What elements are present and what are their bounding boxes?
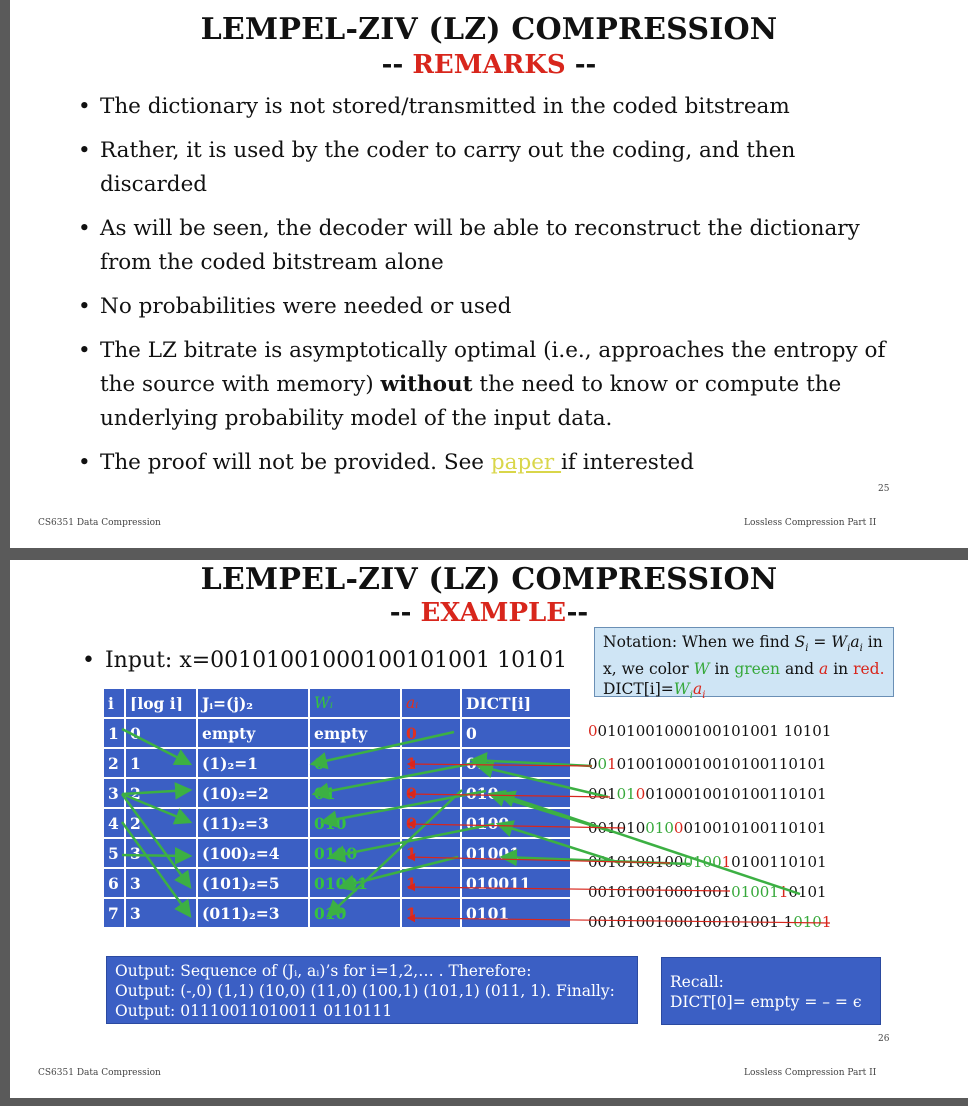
- bitstring-step-7: 00101001000100101001 10101: [588, 913, 832, 931]
- bitstring-step-6: 0010100100010010100110101: [588, 883, 827, 901]
- bitstring-step-4: 0010100100010010100110101: [588, 819, 827, 837]
- paper-link[interactable]: paper: [490, 450, 562, 475]
- table-header-row: i ⌈log i⌉ Jᵢ=(j)₂ Wᵢ aᵢ DICT[i]: [102, 687, 572, 719]
- bitstring-step-2: 0010100100010010100110101: [588, 755, 827, 773]
- col-i: i: [102, 687, 126, 719]
- col-dict: DICT[i]: [460, 687, 572, 719]
- footer-topic: Lossless Compression Part II: [744, 518, 877, 528]
- recall-box: Recall: DICT[0]= empty = – = ϵ: [661, 957, 881, 1025]
- slide-subtitle: -- EXAMPLE--: [389, 598, 589, 628]
- bitstring-step-5: 0010100100010010100110101: [588, 853, 827, 871]
- slide-title: LEMPEL-ZIV (LZ) COMPRESSION: [200, 12, 778, 47]
- bullet-item: The dictionary is not stored/transmitted…: [72, 90, 902, 124]
- output-box: Output: Sequence of (Jᵢ, aᵢ)’s for i=1,2…: [106, 956, 638, 1024]
- slide-subtitle: -- REMARKS --: [381, 50, 597, 80]
- page-number: 25: [878, 484, 890, 494]
- bullet-item: The proof will not be provided. See pape…: [72, 446, 902, 480]
- footer-topic: Lossless Compression Part II: [744, 1068, 877, 1078]
- footer-course: CS6351 Data Compression: [38, 518, 161, 528]
- slide-remarks: LEMPEL-ZIV (LZ) COMPRESSION -- REMARKS -…: [10, 0, 968, 548]
- notation-box: Notation: When we find Si = Wiai in x, w…: [594, 627, 894, 701]
- bullet-item: As will be seen, the decoder will be abl…: [72, 212, 902, 280]
- col-j: Jᵢ=(j)₂: [196, 687, 310, 719]
- bitstring-step-3: 0010100100010010100110101: [588, 785, 827, 803]
- bitstring-step-1: 00101001000100101001 10101: [588, 722, 832, 740]
- bullet-item: Rather, it is used by the coder to carry…: [72, 134, 902, 202]
- slide-title: LEMPEL-ZIV (LZ) COMPRESSION: [200, 562, 778, 597]
- footer-course: CS6351 Data Compression: [38, 1068, 161, 1078]
- col-log: ⌈log i⌉: [124, 687, 198, 719]
- col-w: Wᵢ: [308, 687, 402, 719]
- bullet-item: The LZ bitrate is asymptotically optimal…: [72, 334, 902, 436]
- bullet-list: The dictionary is not stored/transmitted…: [72, 90, 902, 490]
- page-number: 26: [878, 1034, 890, 1044]
- input-sequence: •Input: x=00101001000100101001 10101: [82, 648, 568, 673]
- col-a: aᵢ: [400, 687, 462, 719]
- slide-example: LEMPEL-ZIV (LZ) COMPRESSION -- EXAMPLE--…: [10, 560, 968, 1098]
- bullet-item: No probabilities were needed or used: [72, 290, 902, 324]
